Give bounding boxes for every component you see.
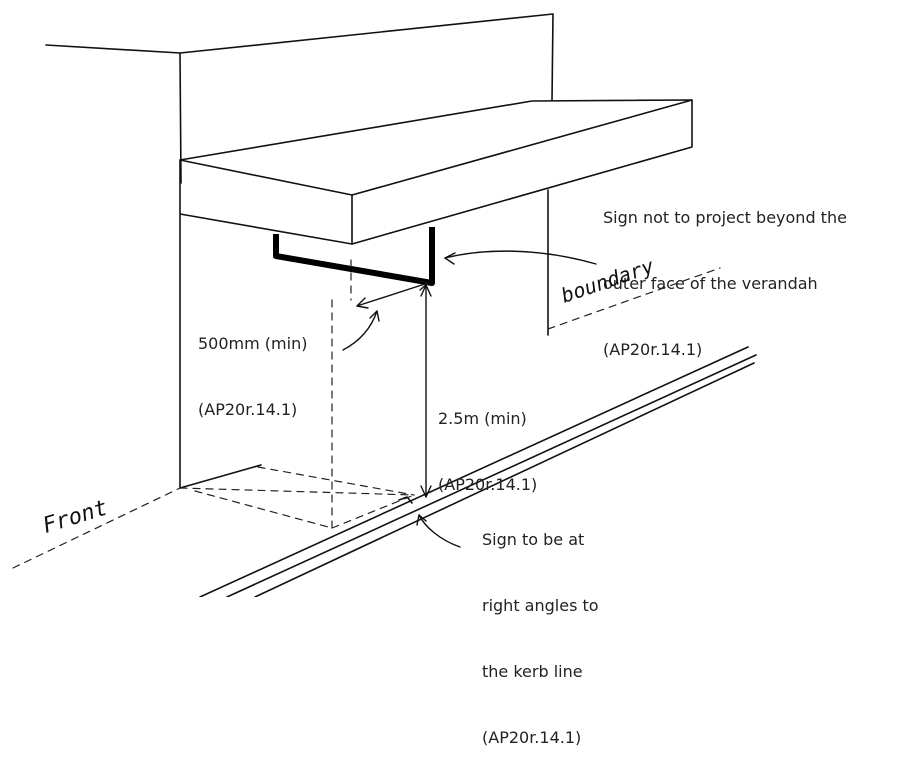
note-line: Sign not to project beyond the <box>603 208 847 227</box>
note-line: 2.5m (min) <box>438 409 527 428</box>
leader-kerb <box>418 514 461 548</box>
note-line: outer face of the verandah <box>603 274 818 293</box>
sign-bracket <box>273 227 435 286</box>
leader-projection <box>444 250 597 265</box>
front-line-ground <box>179 487 415 496</box>
leader-kerb-head <box>416 514 427 526</box>
verandah <box>179 99 693 245</box>
note-line: right angles to <box>482 596 599 615</box>
dimension-2-5m <box>420 284 432 498</box>
note-line: (AP20r.14.1) <box>603 340 703 359</box>
leader-500mm-head <box>369 310 380 322</box>
note-line: 500mm (min) <box>198 334 308 353</box>
leader-500mm <box>342 310 378 351</box>
sign-projection-note: Sign not to project beyond the outer fac… <box>603 163 847 383</box>
note-line: the kerb line <box>482 662 583 681</box>
building-upper-block <box>45 13 554 184</box>
note-line: (AP20r.14.1) <box>198 400 298 419</box>
dimension-500mm <box>356 280 429 309</box>
verandah-sign-sketch <box>12 13 757 597</box>
building-lower-wall <box>179 189 549 489</box>
note-line: (AP20r.14.1) <box>482 728 582 747</box>
right-angle-marker <box>398 496 413 504</box>
clearance-2-5m-note: 2.5m (min) (AP20r.14.1) <box>438 364 537 518</box>
right-angles-note: Sign to be at right angles to the kerb l… <box>482 485 599 771</box>
boundary-line <box>547 267 721 330</box>
kerb-line <box>199 346 757 597</box>
projection-lines <box>194 259 415 529</box>
leader-projection-head <box>444 252 456 265</box>
note-line: (AP20r.14.1) <box>438 475 538 494</box>
note-line: Sign to be at <box>482 530 585 549</box>
clearance-500mm-note: 500mm (min) (AP20r.14.1) <box>198 289 307 443</box>
front-line <box>12 487 181 569</box>
